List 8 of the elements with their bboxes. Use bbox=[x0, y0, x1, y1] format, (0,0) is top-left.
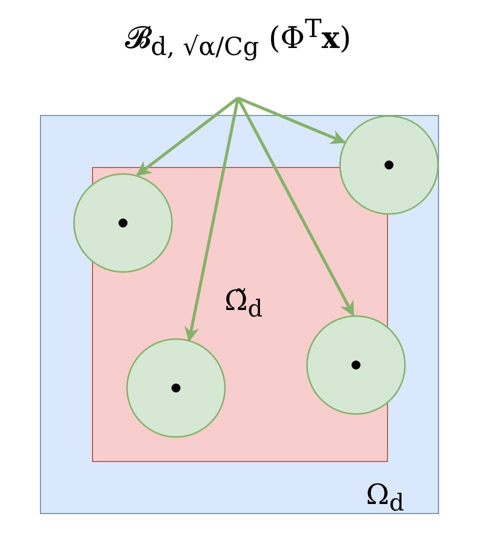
arrow bbox=[237, 96, 346, 144]
formula-label: 𝓑$_{d, √α/Cg}$ (Φ$^{T}$x) bbox=[124, 14, 352, 61]
outer-square bbox=[40, 115, 439, 514]
arrow bbox=[184, 98, 240, 342]
region-label: Ω$_{d}$ bbox=[366, 478, 404, 517]
arrow bbox=[136, 96, 239, 176]
arrow bbox=[236, 97, 354, 316]
region-label: Ω̃$_{d}$ bbox=[224, 284, 263, 322]
